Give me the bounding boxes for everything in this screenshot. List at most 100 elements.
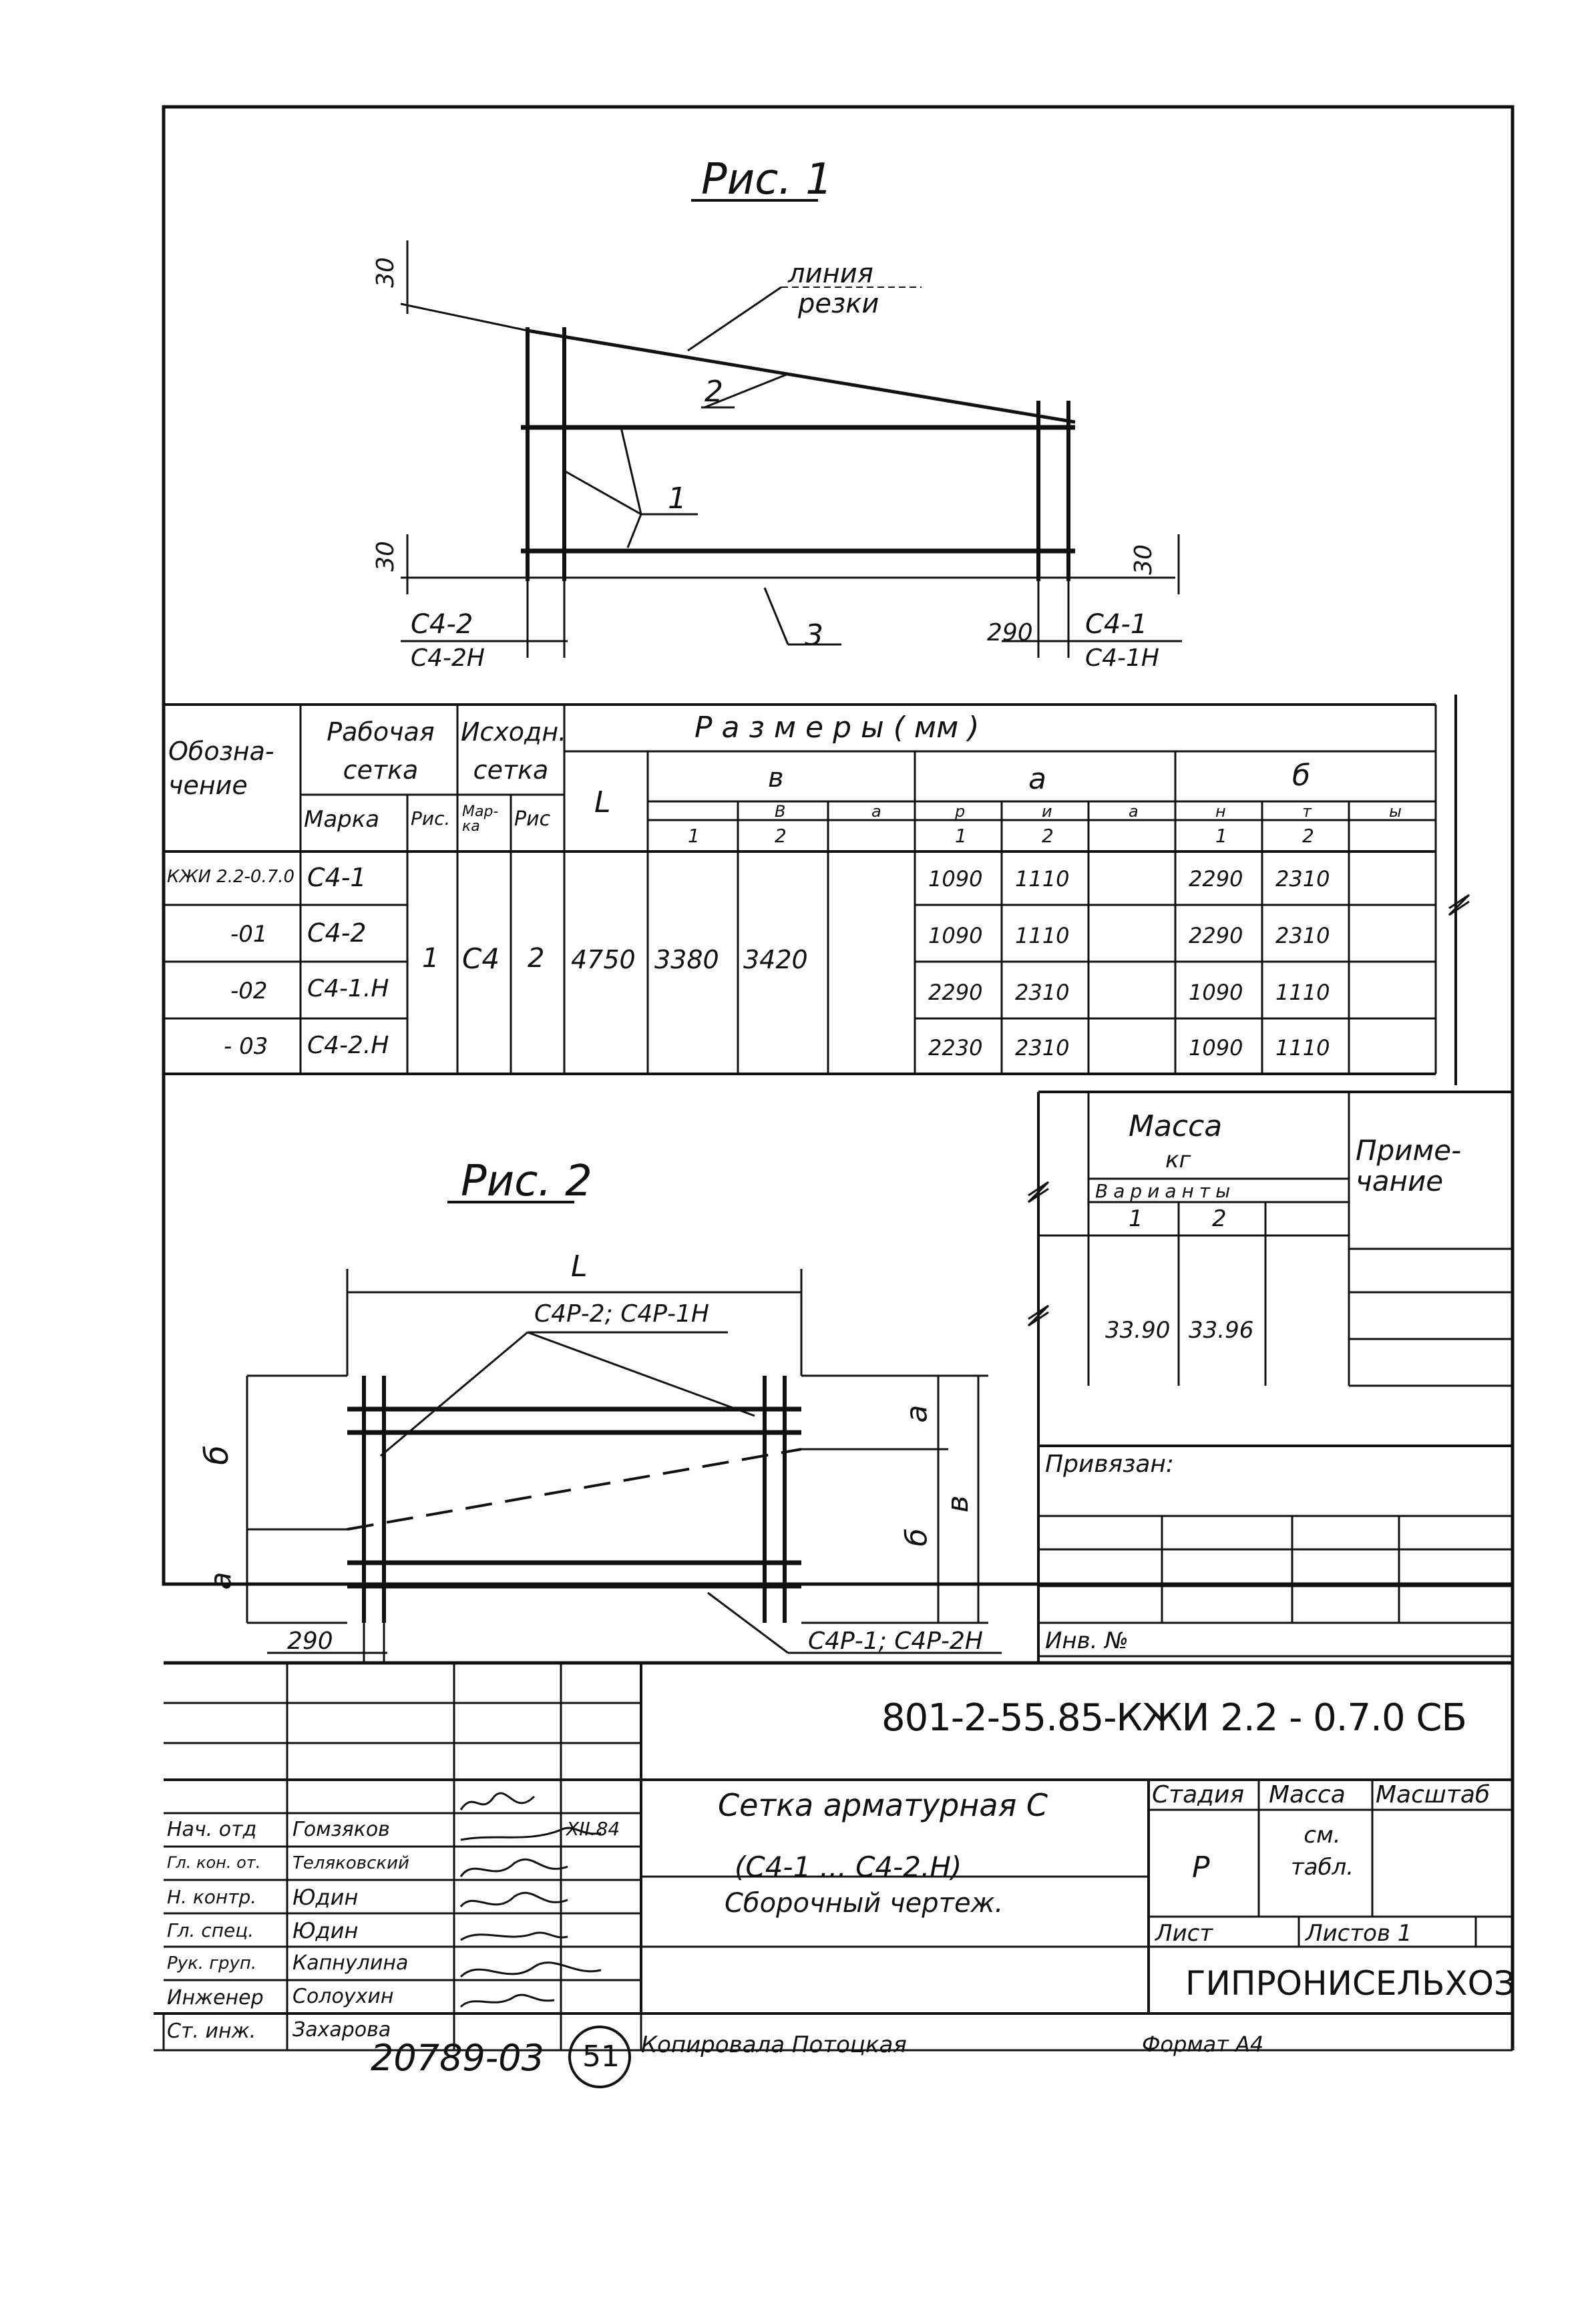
- staff-role-5: Рук. груп.: [167, 1953, 257, 1973]
- sheet-label: Лист: [1155, 1920, 1213, 1947]
- col-mark2: Мар-ка: [462, 803, 499, 835]
- signature-3: [459, 1858, 568, 1877]
- common-source-fig: 2: [528, 943, 545, 974]
- col-fig: Рис.: [411, 807, 451, 829]
- mass-header: Масса: [1129, 1109, 1223, 1143]
- var-char-7: т: [1302, 802, 1312, 821]
- staff-role-4: Гл. спец.: [167, 1919, 254, 1941]
- drawing-name-3: Сборочный чертеж.: [725, 1888, 1004, 1919]
- mass-value-2: 33.96: [1189, 1317, 1254, 1344]
- footer-circle-number: 51: [582, 2040, 620, 2074]
- staff-role-1: Нач. отд: [167, 1818, 257, 1841]
- fig2-bottom-marks: С4Р-1; С4Р-2Н: [808, 1627, 983, 1655]
- row1-mark: С4-1: [307, 863, 367, 892]
- var-char-1: В: [775, 802, 786, 821]
- var-char-4: и: [1042, 802, 1052, 821]
- signature-2: [460, 1827, 602, 1841]
- signature-6: [459, 1961, 602, 1978]
- mass-header-tb: Масса: [1269, 1781, 1346, 1808]
- staff-role-3: Н. контр.: [167, 1886, 257, 1908]
- row1-a1: 1090: [928, 866, 983, 892]
- right-mark-2: С4-1Н: [1085, 644, 1160, 672]
- sub-v-1: 1: [688, 825, 700, 847]
- col-fig2: Рис: [514, 807, 551, 831]
- col-v: в: [768, 763, 784, 793]
- leader-1: 1: [668, 482, 686, 516]
- row2-a1: 1090: [928, 923, 983, 948]
- left-mark-1: С4-2: [411, 609, 473, 640]
- drawing-name-2: (С4-1 ... С4-2.Н): [735, 1851, 962, 1883]
- var-char-3: р: [955, 802, 966, 821]
- staff-name-7: Захарова: [292, 2018, 391, 2042]
- row2-b2: 2310: [1275, 923, 1330, 948]
- row1-a2: 1110: [1015, 866, 1070, 892]
- common-source-mark: С4: [462, 942, 500, 975]
- row4-mark: С4-2.Н: [307, 1032, 389, 1059]
- sub-a-2: 2: [1042, 825, 1054, 847]
- stage-header: Стадия: [1152, 1781, 1245, 1808]
- col-source-mesh: Исходн. сетка: [461, 717, 567, 785]
- scale-header: Масштаб: [1376, 1781, 1490, 1808]
- staff-name-3: Юдин: [292, 1885, 359, 1910]
- row1-b2: 2310: [1275, 866, 1330, 892]
- left-mark-2: С4-2Н: [411, 644, 485, 672]
- staff-name-2: Теляковский: [292, 1853, 409, 1873]
- staff-name-5: Капнулина: [292, 1951, 409, 1975]
- footer-copied: Копировала Потоцкая: [641, 2032, 907, 2058]
- common-L: 4750: [571, 945, 636, 974]
- inv-label: Инв. №: [1045, 1627, 1129, 1654]
- col-working-mesh: Рабочая сетка: [327, 717, 435, 785]
- row4-a2: 2310: [1015, 1035, 1070, 1061]
- footer-circle: [568, 2026, 631, 2088]
- sub-b-2: 2: [1302, 825, 1314, 847]
- signature-1: [459, 1792, 536, 1810]
- drawing-name-1: Сетка арматурная С: [718, 1787, 1048, 1823]
- figure-2: Рис. 2: [246, 1157, 1002, 1663]
- sub-a-1: 1: [955, 825, 967, 847]
- staff-role-6: Инженер: [167, 1986, 264, 2009]
- col-L: L: [594, 785, 611, 819]
- var-char-5: а: [1129, 802, 1139, 821]
- footer-format: Формат А4: [1142, 2032, 1264, 2057]
- row3-mark: С4-1.Н: [307, 975, 389, 1002]
- cut-line-label-2: резки: [798, 289, 879, 319]
- fig2-dim-290: 290: [287, 1627, 333, 1655]
- row2-b1: 2290: [1189, 923, 1243, 948]
- mass-variant-1: 1: [1129, 1205, 1143, 1232]
- signature-7: [459, 1993, 555, 2008]
- mass-note: Приме-чание: [1356, 1134, 1462, 1198]
- staff-role-7: Ст. инж.: [167, 2020, 256, 2043]
- var-char-6: н: [1215, 802, 1226, 821]
- signature-4: [459, 1891, 568, 1908]
- row2-designation: -01: [230, 921, 268, 948]
- row4-designation: - 03: [224, 1033, 268, 1060]
- row4-b2: 1110: [1275, 1035, 1330, 1061]
- var-char-2: а: [871, 802, 881, 821]
- row3-a1: 2290: [928, 980, 983, 1005]
- row3-a2: 2310: [1015, 980, 1070, 1005]
- row4-a1: 2230: [928, 1035, 983, 1061]
- col-a: а: [1028, 762, 1046, 796]
- title-block-lines: [154, 1661, 1513, 2088]
- row1-b1: 2290: [1189, 866, 1243, 892]
- staff-date-1: XII.84: [566, 1818, 620, 1840]
- fig2-L: L: [571, 1250, 588, 1284]
- drawing-code: 801-2-55.85-КЖИ 2.2 - 0.7.0 СБ: [881, 1696, 1467, 1740]
- common-fig: 1: [422, 943, 439, 974]
- fig1-title: Рис. 1: [701, 155, 833, 204]
- organization: ГИПРОНИСЕЛЬХОЗ: [1185, 1964, 1516, 2003]
- signature-5: [460, 1931, 568, 1941]
- staff-name-1: Гомзяков: [292, 1818, 390, 1841]
- row2-mark: С4-2: [307, 918, 367, 948]
- leader-2: 2: [705, 375, 723, 409]
- fig2-title: Рис. 2: [461, 1157, 592, 1206]
- row3-designation: -02: [230, 978, 268, 1004]
- row3-b2: 1110: [1275, 980, 1330, 1005]
- var-char-8: ы: [1389, 802, 1402, 821]
- row4-b1: 1090: [1189, 1035, 1243, 1061]
- figure-1: Рис. 1: [400, 155, 1182, 658]
- col-b: б: [1292, 759, 1311, 793]
- mass-variant-2: 2: [1212, 1205, 1227, 1232]
